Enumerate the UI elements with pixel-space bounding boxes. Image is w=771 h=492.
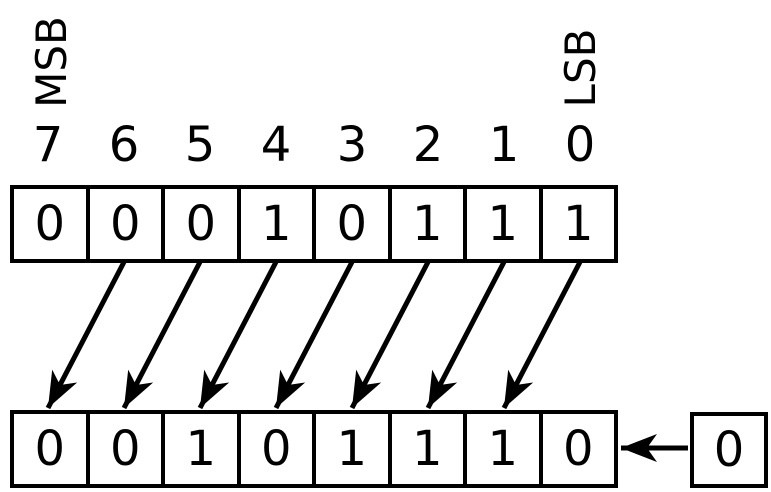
- result-bit-cell: 0: [85, 414, 162, 484]
- result-bit-cell: 0: [236, 414, 313, 484]
- result-bit-cell: 1: [312, 414, 388, 484]
- shift-arrow: [425, 260, 507, 410]
- bit-index-label: 7: [32, 117, 64, 173]
- bit-index-label: 1: [488, 117, 520, 173]
- msb-label: MSB: [27, 16, 76, 108]
- result-bit-cell: 1: [161, 414, 237, 484]
- source-bit-cell: 0: [85, 189, 162, 259]
- bit-index-label: 3: [336, 117, 368, 173]
- shift-arrow: [501, 260, 583, 410]
- lsb-label: LSB: [556, 28, 605, 108]
- source-bit-cell: 1: [538, 189, 615, 259]
- source-bit-cell: 0: [161, 189, 237, 259]
- result-bit-cell: 1: [463, 414, 539, 484]
- bit-index-label: 6: [108, 117, 140, 173]
- shift-arrow: [273, 260, 355, 410]
- shift-arrow: [197, 260, 279, 410]
- bit-index-label: 2: [412, 117, 444, 173]
- bit-index-label: 4: [260, 117, 292, 173]
- carry-in-value: 0: [713, 422, 745, 478]
- bit-index-label: 0: [564, 117, 596, 173]
- result-bit-cell: 1: [387, 414, 464, 484]
- shift-arrow: [45, 260, 127, 410]
- source-bit-cell: 0: [312, 189, 388, 259]
- result-bit-cell: 0: [34, 421, 66, 477]
- source-bit-cell: 1: [463, 189, 539, 259]
- source-bit-cell: 1: [387, 189, 464, 259]
- source-bit-cell: 0: [34, 196, 66, 252]
- result-bit-cell: 0: [538, 414, 615, 484]
- shift-arrow: [121, 260, 203, 410]
- carry-in-box: 0: [690, 412, 768, 488]
- bit-index-label: 5: [184, 117, 216, 173]
- source-bit-cell: 1: [236, 189, 313, 259]
- shift-arrow: [349, 260, 431, 410]
